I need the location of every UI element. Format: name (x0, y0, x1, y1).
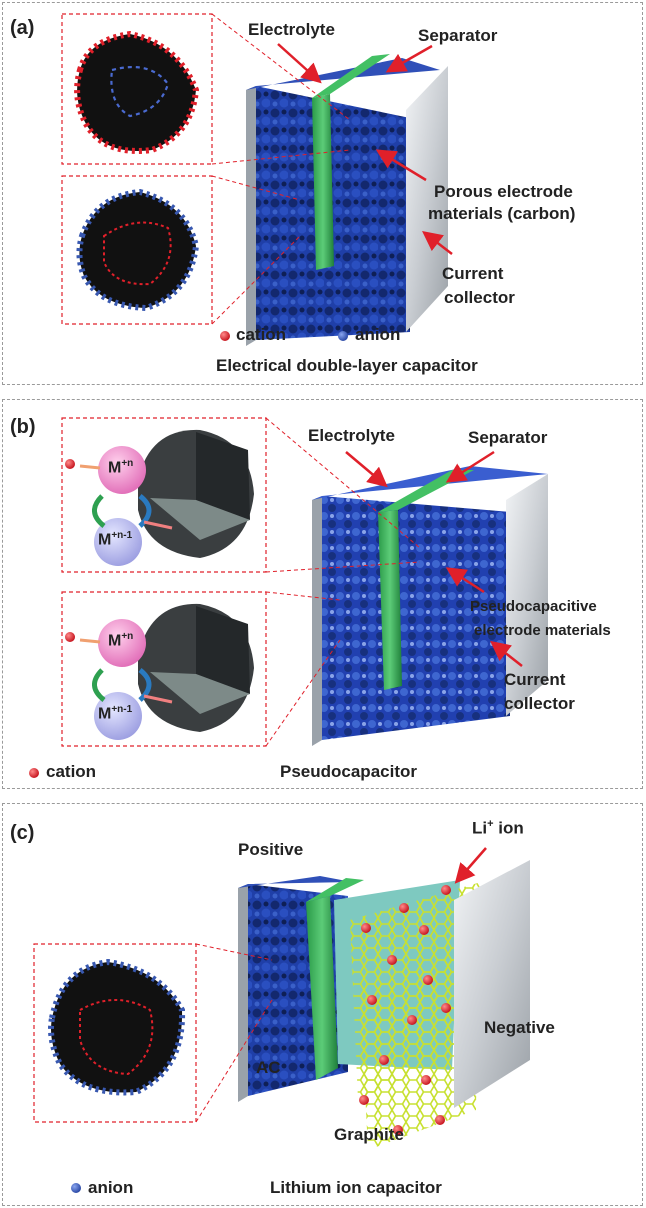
label-separator-b: Separator (468, 428, 548, 447)
ion-mn1-label: M+n-1 (98, 530, 133, 549)
label-li-ion: Li+ ion (472, 818, 524, 838)
label-negative: Negative (484, 1018, 555, 1037)
redox-top (65, 429, 254, 566)
label-separator-a: Separator (418, 26, 498, 45)
caption-a: Electrical double-layer capacitor (216, 356, 478, 375)
label-porous-2: materials (carbon) (428, 204, 576, 223)
legend-cation-label: cation (236, 325, 287, 344)
label-porous-1: Porous electrode (434, 182, 573, 201)
label-positive: Positive (238, 840, 304, 859)
panel-b-label: (b) (10, 416, 36, 438)
legend-anion-dot-c (71, 1183, 81, 1193)
ion-mn-sphere (98, 446, 146, 494)
legend-cation-dot (220, 331, 230, 341)
label-electrolyte-b: Electrolyte (308, 426, 395, 445)
caption-b: Pseudocapacitor (280, 762, 417, 781)
label-collector-a-1: Current (442, 264, 504, 283)
carbon-particle-anion (76, 188, 200, 312)
carbon-particle-c (48, 958, 186, 1096)
label-collector-b-2: collector (504, 694, 575, 713)
legend-anion-dot (338, 331, 348, 341)
panel-c-label: (c) (10, 822, 35, 844)
label-pseudo-2: electrode materials (474, 622, 611, 639)
ion-mn1-sphere (94, 518, 142, 566)
redox-bottom (65, 603, 254, 740)
label-electrolyte-a: Electrolyte (248, 20, 335, 39)
panel-a-cell (246, 54, 448, 346)
carbon-particle-cation (74, 30, 200, 154)
ion-mn-label-2: M+n (108, 631, 134, 650)
panel-c-cell (238, 860, 530, 1150)
label-graphite: Graphite (334, 1125, 404, 1144)
ion-mn1-label-2: M+n-1 (98, 704, 133, 723)
label-ac: AC (256, 1058, 281, 1077)
ion-mn-label: M+n (108, 458, 134, 477)
legend-anion-label-c: anion (88, 1178, 134, 1197)
label-collector-b-1: Current (504, 670, 566, 689)
caption-c: Lithium ion capacitor (270, 1178, 442, 1197)
label-pseudo-1: Pseudocapacitive (470, 598, 597, 615)
legend-cation-label-b: cation (46, 762, 97, 781)
legend-anion-label: anion (355, 325, 401, 344)
legend-cation-dot-b (29, 768, 39, 778)
panel-b-cell (312, 466, 548, 746)
panel-a-label: (a) (10, 17, 35, 39)
label-collector-a-2: collector (444, 288, 515, 307)
